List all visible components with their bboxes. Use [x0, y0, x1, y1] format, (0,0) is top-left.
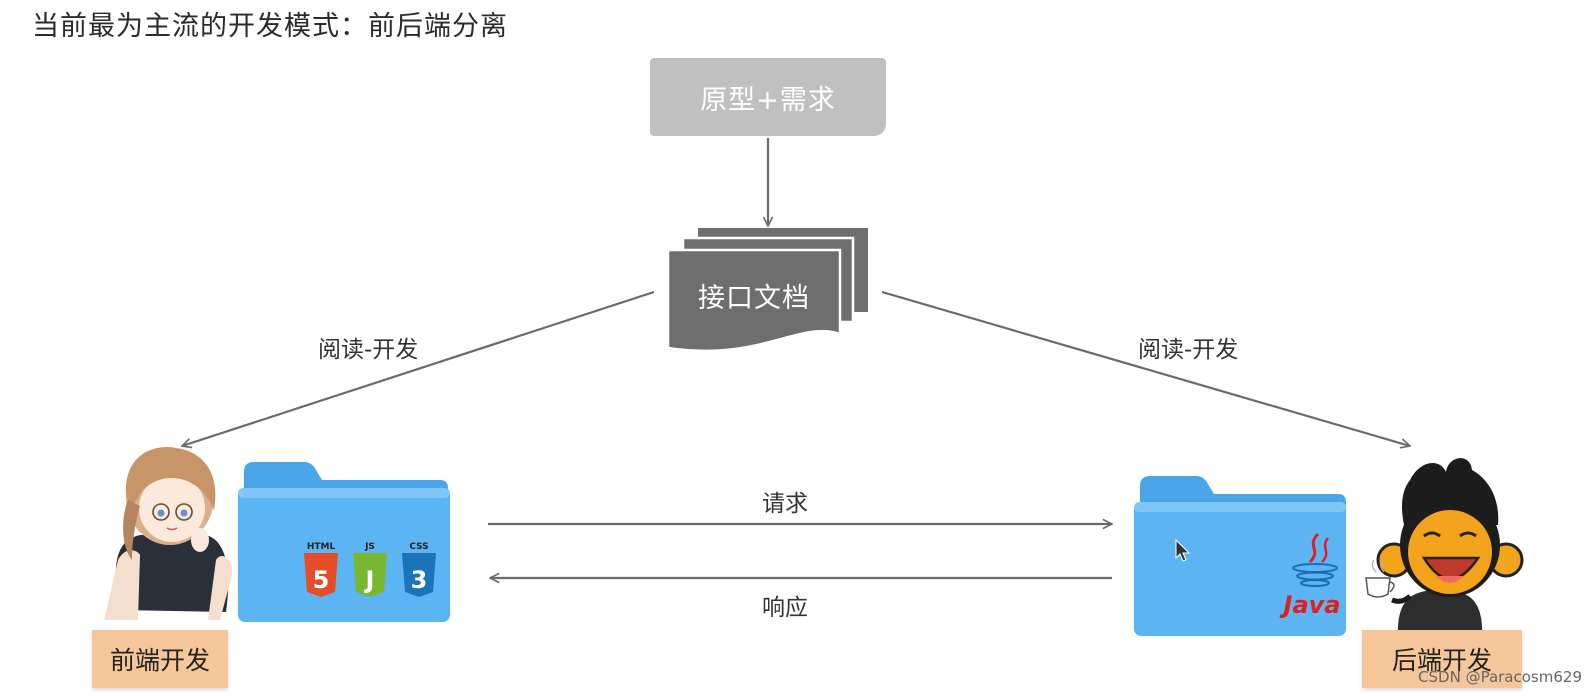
watermark: CSDN @Paracosm629 [1418, 668, 1582, 686]
coffee-cup-icon [1365, 557, 1395, 598]
svg-text:J: J [364, 566, 375, 594]
backend-folder-icon: Java [1134, 476, 1346, 636]
svg-text:Java: Java [1280, 591, 1341, 619]
css3-icon: CSS 3 [402, 542, 436, 597]
svg-text:3: 3 [411, 566, 428, 594]
frontend-developer-avatar [104, 446, 233, 620]
page-title: 当前最为主流的开发模式：前后端分离 [32, 11, 508, 42]
request-label: 请求 [762, 491, 808, 517]
prototype-requirements-node: 原型+需求 [650, 58, 886, 136]
html5-icon: HTML 5 [304, 542, 338, 597]
api-doc-shape [666, 228, 868, 353]
svg-text:HTML: HTML [307, 542, 336, 552]
read-dev-left-label: 阅读-开发 [318, 337, 419, 363]
js-icon: JS J [353, 542, 387, 597]
backend-developer-avatar [1365, 458, 1524, 640]
api-doc-label: 接口文档 [698, 283, 810, 314]
read-dev-right-label: 阅读-开发 [1138, 337, 1239, 363]
arrow-doc-to-backend [881, 290, 1410, 446]
svg-text:CSS: CSS [409, 542, 428, 552]
frontend-role-box: 前端开发 [92, 630, 228, 688]
backend-role-box: 后端开发 [1362, 630, 1522, 688]
frontend-folder-icon: HTML 5 JS J CSS 3 [238, 462, 450, 622]
cursor-icon [1175, 538, 1191, 562]
svg-text:JS: JS [364, 542, 375, 552]
arrow-doc-to-frontend [182, 290, 655, 446]
response-label: 响应 [762, 595, 808, 621]
java-icon: Java [1280, 532, 1341, 619]
svg-text:5: 5 [313, 566, 330, 594]
